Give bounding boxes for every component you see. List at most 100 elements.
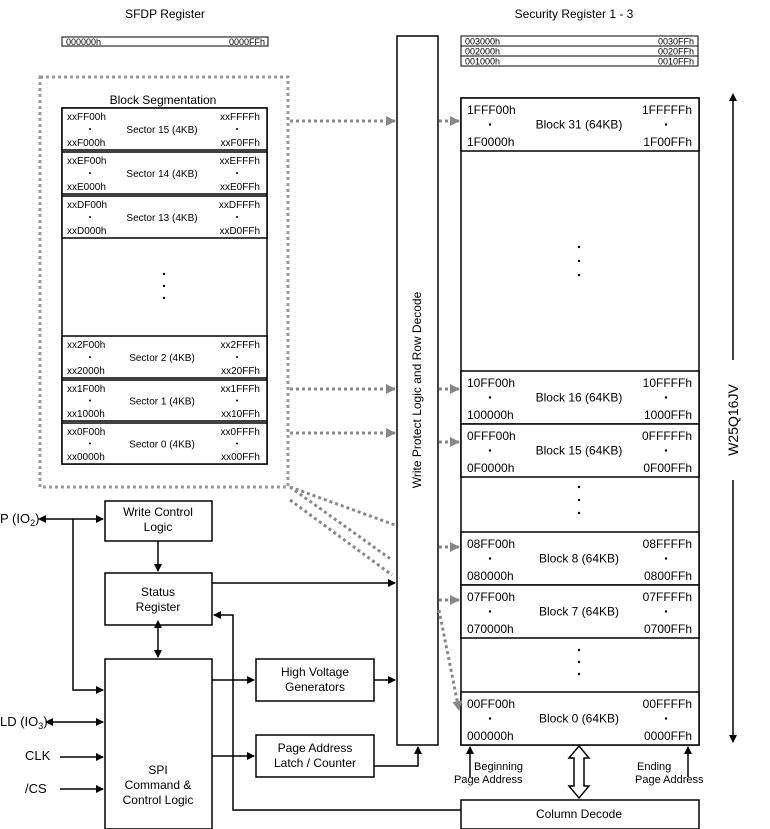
pin-clk-label: CLK [25,748,51,763]
security-row-start: 001000h [465,57,500,67]
data-bus-arrow [567,744,591,800]
sector-bottom-left-address: xxF000h [67,138,105,149]
security-row-end: 0030FFh [658,37,694,47]
sector-top-right-address: xx1FFFh [221,384,260,395]
beginning-page-line-2: Page Address [454,774,523,786]
block-bottom-left-address: 100000h [467,408,514,422]
signal-wires [38,515,692,811]
range-dot [664,396,668,399]
block-label: Block 7 (64KB) [539,605,619,619]
security-registers: 003000h 0030FFh 002000h 0020FFh 001000h 0010F… [460,35,699,67]
status-register [104,572,213,626]
block-top-right-address: 08FFFFh [643,537,692,551]
status-register-line-1: Status [141,585,175,599]
sector-top-left-address: xxFF00h [67,112,106,123]
sector-top-right-address: xxEFFFh [219,156,260,167]
page-address-line-1: Page Address [278,741,353,755]
sector-bottom-right-address: xx00FFh [221,452,260,463]
security-row-start: 002000h [465,47,500,57]
range-dot [89,128,91,130]
range-dot [236,442,238,445]
block-top-left-address: 07FF00h [467,590,515,604]
range-dot [488,610,492,613]
sector-ellipsis [162,272,166,300]
block-top-right-address: 0FFFFFh [642,429,692,443]
memory-block [460,691,700,746]
security-row-end: 0010FFh [658,57,694,67]
sfdp-start: 000000h [66,37,101,47]
memory-block [460,97,700,152]
block-bottom-left-address: 1F0000h [467,135,514,149]
range-dot [488,557,492,560]
range-dot [664,123,668,126]
block-top-right-address: 07FFFFh [643,590,692,604]
sector-top-left-address: xxDF00h [67,200,107,211]
spi-line-1: SPI [148,763,167,777]
memory-block [460,584,700,639]
spi-line-3: Control Logic [123,793,194,807]
block-label: Block 16 (64KB) [536,391,623,405]
sector-bottom-right-address: xx20FFh [221,366,260,377]
security-register-row [460,55,699,67]
sector-label: Sector 1 (4KB) [129,397,195,408]
memory-ellipsis [577,245,581,676]
block-label: Block 0 (64KB) [539,712,619,726]
memory-block [460,423,700,478]
sector-label: Sector 2 (4KB) [129,353,195,364]
block-top-left-address: 00FF00h [467,697,515,711]
block-bottom-right-address: 0F00FFh [643,461,692,475]
sector-row [61,195,268,239]
column-decode [460,799,700,829]
sector-bottom-left-address: xxD000h [67,226,106,237]
sector-row [61,151,268,195]
sector-decode-arrows [290,116,396,438]
range-dot [236,128,238,130]
sector-bottom-left-address: xx1000h [67,409,105,420]
range-dot [664,717,668,720]
sector-bottom-right-address: xxF0FFh [221,138,260,149]
block-top-left-address: 08FF00h [467,537,515,551]
security-row-end: 0020FFh [658,47,694,57]
sector-row [61,422,268,465]
block-bottom-right-address: 0800FFh [644,569,692,583]
memory-block [460,370,700,425]
sector-top-right-address: xx0FFFh [221,427,260,438]
block-top-right-address: 10FFFFh [643,376,692,390]
range-dot [89,216,91,218]
ending-page-line-2: Page Address [635,774,704,786]
sector-bottom-left-address: xx2000h [67,366,105,377]
high-voltage-line-1: High Voltage [281,665,349,679]
block-top-left-address: 0FFF00h [467,429,516,443]
page-address-line-2: Latch / Counter [274,756,356,770]
block-segmentation-frame [38,75,290,489]
sfdp-register [61,36,269,47]
sfdp-title: SFDP Register [125,7,205,21]
write-protect-row-decode [396,35,439,746]
range-dot [236,356,238,358]
sfdp-end: 0000FFh [229,37,265,47]
block-top-left-address: 1FFF00h [467,103,516,117]
sector-label: Sector 13 (4KB) [126,213,197,224]
range-dot [664,610,668,613]
spi-line-2: Command & [125,778,192,792]
write-control-logic [104,500,213,542]
sector-bottom-right-address: xx10FFh [221,409,260,420]
sector-row [61,107,268,151]
block-label: Block 8 (64KB) [539,552,619,566]
beginning-page-line-1: Beginning [474,761,523,773]
sector-top-right-address: xx2FFFh [221,340,260,351]
block-bottom-left-address: 080000h [467,569,514,583]
sector-row [61,379,268,422]
sector-top-right-address: xxFFFFh [220,112,260,123]
sector-bottom-right-address: xxE0FFh [220,182,260,193]
page-address-latch-counter [255,734,375,778]
range-dot [488,449,492,452]
block-decode-arrows [289,116,463,711]
block-bottom-right-address: 0700FFh [644,622,692,636]
block-bottom-right-address: 1F00FFh [643,135,692,149]
security-row-start: 003000h [465,37,500,47]
block-bottom-left-address: 000000h [467,729,514,743]
